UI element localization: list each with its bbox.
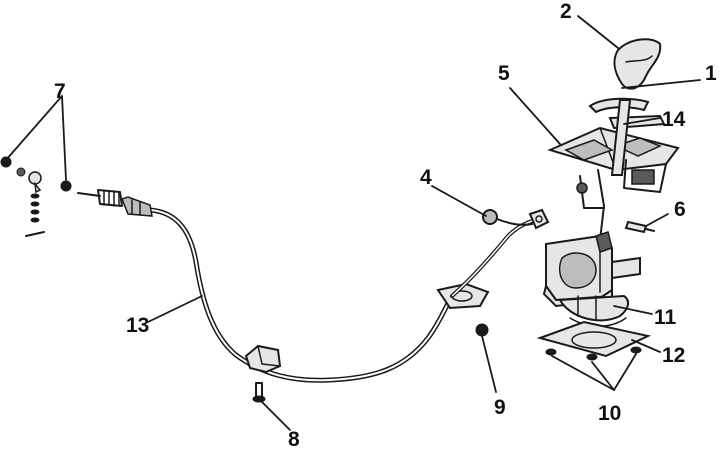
leader-lines <box>5 15 701 431</box>
bolt <box>252 382 266 403</box>
callout-8: 8 <box>288 428 300 451</box>
callout-7: 7 <box>54 80 66 103</box>
callout-13: 13 <box>126 314 149 337</box>
nut <box>475 323 489 337</box>
callout-14: 14 <box>662 108 686 131</box>
shift-cable <box>77 189 550 383</box>
callout-10: 10 <box>598 402 621 425</box>
shifter-housing <box>536 38 680 361</box>
callout-1: 1 <box>705 62 717 85</box>
nuts-washers-group <box>0 156 72 237</box>
callout-12: 12 <box>662 344 685 367</box>
linkage-rod <box>482 209 533 226</box>
callout-11: 11 <box>654 306 677 329</box>
callout-5: 5 <box>498 62 510 85</box>
callout-6: 6 <box>674 198 686 221</box>
callout-2: 2 <box>560 0 572 23</box>
callout-9: 9 <box>494 396 506 419</box>
callout-labels: 1 2 4 5 6 7 8 9 10 11 12 13 14 <box>54 0 717 451</box>
callout-4: 4 <box>420 166 432 189</box>
